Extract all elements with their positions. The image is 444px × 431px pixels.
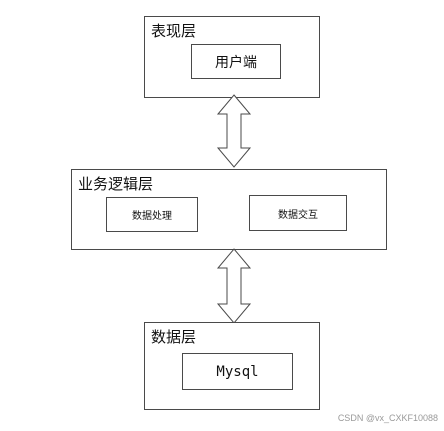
double-arrow-bottom-shape — [216, 248, 252, 324]
double-arrow-bottom — [216, 248, 252, 324]
business-logic-layer-box: 业务逻辑层 数据处理 数据交互 — [71, 169, 387, 250]
data-layer-title: 数据层 — [151, 328, 197, 346]
presentation-layer-box: 表现层 用户端 — [144, 16, 320, 98]
business-logic-layer-title: 业务逻辑层 — [78, 175, 154, 193]
double-arrow-top — [216, 94, 252, 168]
data-processing-label: 数据处理 — [132, 211, 172, 222]
data-interaction-box: 数据交互 — [249, 195, 347, 231]
double-arrow-top-shape — [216, 94, 252, 168]
csdn-watermark: CSDN @vx_CXKF10088 — [337, 413, 438, 423]
presentation-layer-title: 表现层 — [151, 22, 197, 40]
mysql-box: Mysql — [182, 353, 293, 390]
client-box: 用户端 — [191, 44, 281, 79]
mysql-label: Mysql — [216, 363, 259, 380]
data-processing-box: 数据处理 — [106, 197, 198, 232]
data-layer-box: 数据层 Mysql — [144, 322, 320, 410]
client-label: 用户端 — [215, 54, 257, 71]
data-interaction-label: 数据交互 — [278, 209, 318, 221]
